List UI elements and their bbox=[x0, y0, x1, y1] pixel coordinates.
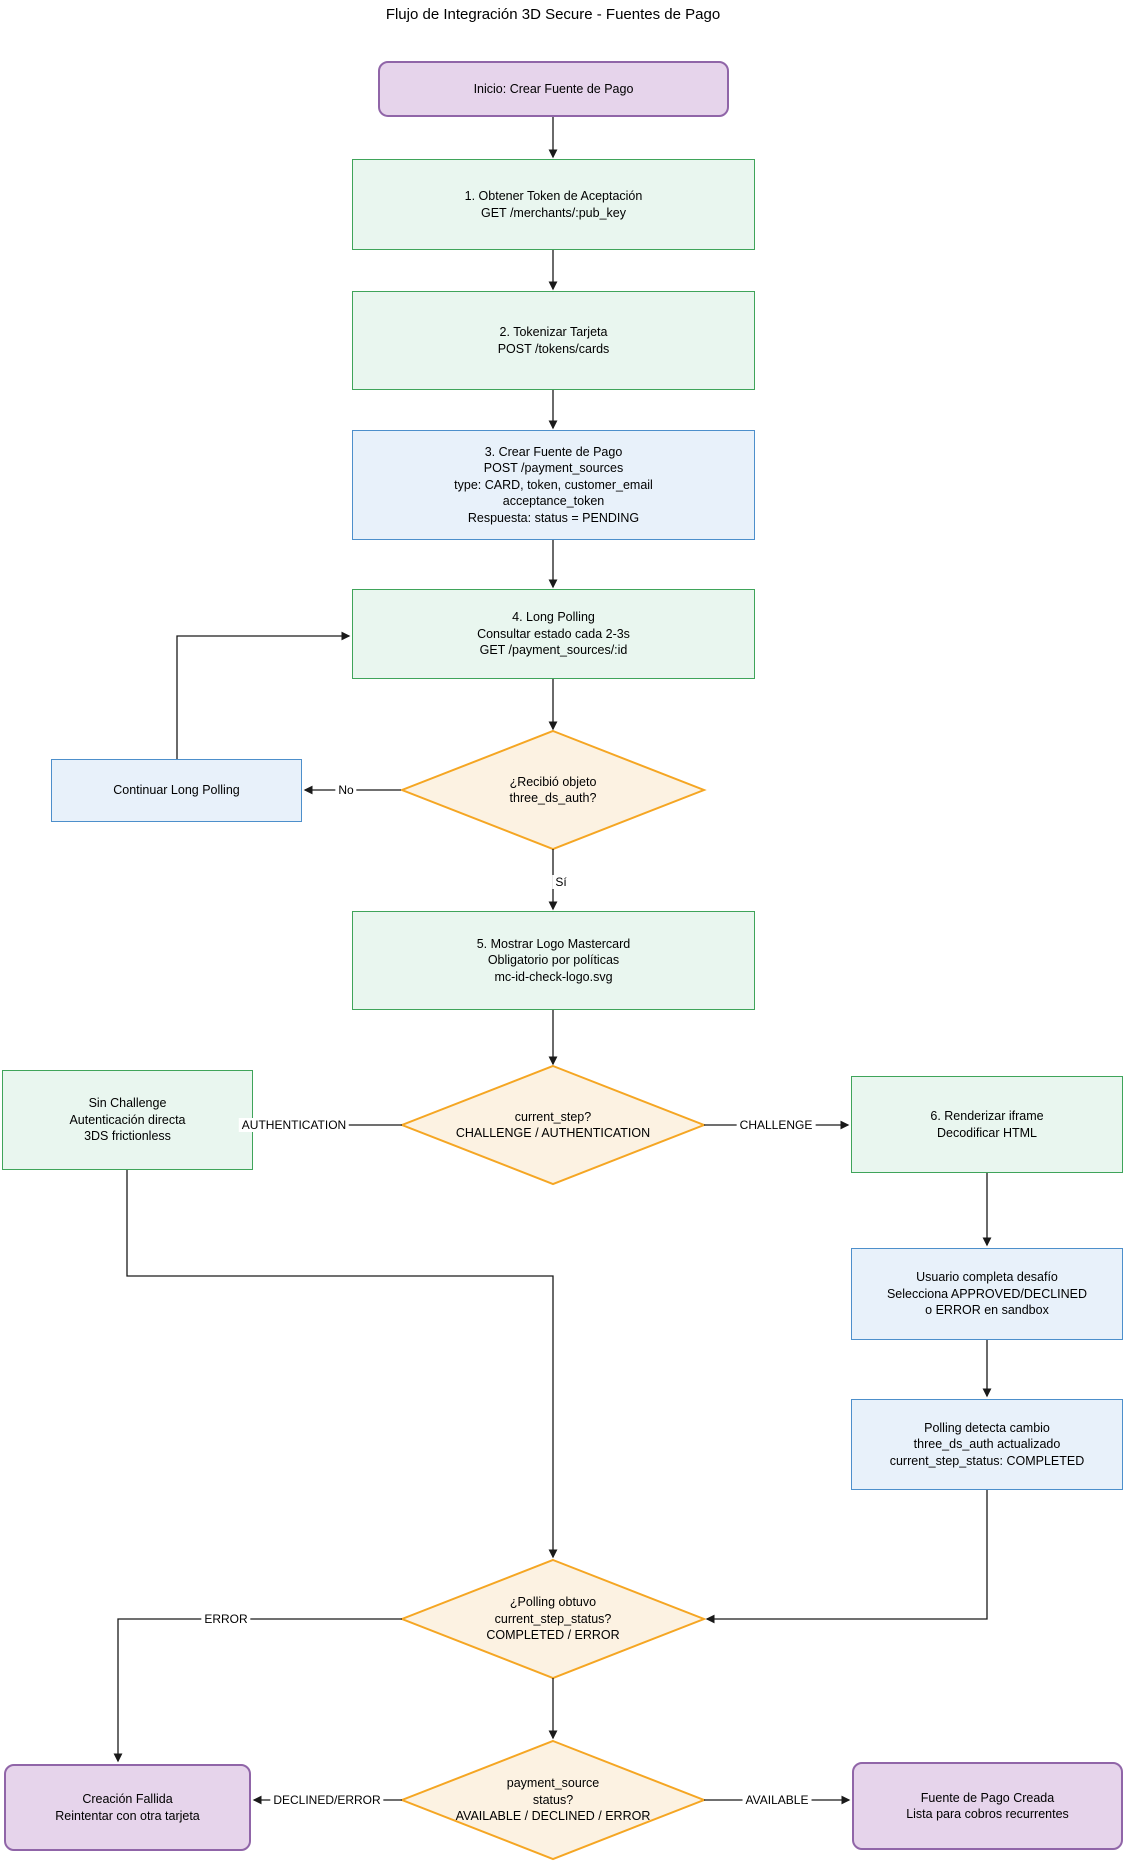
edge-label-no: No bbox=[335, 783, 357, 797]
node-text-line: three_ds_auth? bbox=[509, 791, 597, 805]
node-text-line: 4. Long Polling bbox=[512, 610, 595, 625]
node-text-line: mc-id-check-logo.svg bbox=[494, 969, 613, 984]
edge-continue-loop-step4 bbox=[176, 631, 351, 759]
node-text-line: ¿Polling obtuvo bbox=[509, 1595, 597, 1610]
decision2-text: current_step? CHALLENGE / AUTHENTICATION bbox=[403, 1066, 703, 1184]
node-text-line: 1. Obtener Token de Aceptación bbox=[464, 189, 643, 203]
edge-label-available: AVAILABLE bbox=[742, 1793, 812, 1807]
node-text-line: current_step_status? bbox=[494, 1611, 612, 1626]
node-creacion-fallida: Creación Fallida Reintentar con otra tar… bbox=[4, 1764, 251, 1851]
decision1-text: ¿Recibió objeto three_ds_auth? bbox=[403, 731, 703, 849]
node-text-line: Autenticación directa bbox=[69, 1112, 186, 1127]
node-text-line: acceptance_token bbox=[502, 494, 605, 509]
node-text-line: Usuario completa desafío bbox=[916, 1270, 1058, 1285]
node-text-line: Inicio: Crear Fuente de Pago bbox=[473, 81, 634, 96]
node-step3-crear-fuente: 3. Crear Fuente de Pago POST /payment_so… bbox=[352, 430, 755, 540]
decision4-diamond bbox=[399, 1739, 707, 1861]
edge-polling-decision3 bbox=[705, 1490, 988, 1624]
edge-label-challenge: CHALLENGE bbox=[736, 1118, 816, 1132]
node-continuar-long-polling: Continuar Long Polling bbox=[51, 759, 302, 822]
edge-decision3-error-failed bbox=[113, 1618, 402, 1763]
node-text-line: Obligatorio por políticas bbox=[487, 953, 620, 968]
decision3-text: ¿Polling obtuvo current_step_status? COM… bbox=[403, 1560, 703, 1678]
node-text-line: current_step? bbox=[514, 1109, 592, 1124]
node-text-line: Selecciona APPROVED/DECLINED bbox=[886, 1286, 1088, 1301]
node-text-line: Decodificar HTML bbox=[936, 1125, 1038, 1140]
edge-label-error: ERROR bbox=[201, 1612, 251, 1626]
node-text-line: Reintentar con otra tarjeta bbox=[55, 1808, 200, 1823]
decision4-text: payment_source status? AVAILABLE / DECLI… bbox=[403, 1741, 703, 1859]
node-start: Inicio: Crear Fuente de Pago bbox=[378, 61, 729, 117]
node-text-line: 5. Mostrar Logo Mastercard bbox=[476, 936, 631, 951]
node-text-line: GET /merchants/:pub_key bbox=[481, 205, 626, 220]
node-usuario-completa-desafio: Usuario completa desafío Selecciona APPR… bbox=[851, 1248, 1123, 1340]
decision2-diamond bbox=[399, 1064, 707, 1186]
node-text-line: Continuar Long Polling bbox=[113, 783, 240, 798]
node-text-line: type: CARD, token, customer_email bbox=[454, 477, 653, 492]
node-polling-detecta-cambio: Polling detecta cambio three_ds_auth act… bbox=[851, 1399, 1123, 1490]
node-text-line: Sin Challenge bbox=[88, 1096, 167, 1111]
node-text-line: POST /tokens/cards bbox=[497, 341, 610, 356]
node-step4-long-polling: 4. Long Polling Consultar estado cada 2-… bbox=[352, 589, 755, 679]
node-step2-tokenizar-tarjeta: 2. Tokenizar Tarjeta POST /tokens/cards bbox=[352, 291, 755, 390]
node-text-line: Creación Fallida bbox=[82, 1792, 173, 1806]
node-text-line: CHALLENGE / AUTHENTICATION bbox=[455, 1126, 651, 1140]
node-text-line: 2. Tokenizar Tarjeta bbox=[499, 325, 608, 339]
node-text-line: 3DS frictionless bbox=[84, 1129, 171, 1144]
node-text-line: POST /payment_sources bbox=[483, 461, 624, 476]
diagram-title: Flujo de Integración 3D Secure - Fuentes… bbox=[385, 6, 721, 23]
edge-label-declined-error: DECLINED/ERROR bbox=[270, 1793, 384, 1807]
node-text-line: AVAILABLE / DECLINED / ERROR bbox=[455, 1809, 651, 1824]
node-step6-renderizar-iframe: 6. Renderizar iframe Decodificar HTML bbox=[851, 1076, 1123, 1173]
node-text-line: status? bbox=[532, 1792, 574, 1807]
node-text-line: COMPLETED / ERROR bbox=[486, 1628, 620, 1643]
node-text-line: 3. Crear Fuente de Pago bbox=[484, 444, 623, 459]
node-text-line: GET /payment_sources/:id bbox=[479, 643, 628, 658]
node-text-line: three_ds_auth actualizado bbox=[913, 1437, 1061, 1452]
node-text-line: payment_source bbox=[506, 1776, 600, 1791]
edge-nochallenge-decision3 bbox=[126, 1170, 558, 1559]
node-step1-obtener-token: 1. Obtener Token de Aceptación GET /merc… bbox=[352, 159, 755, 250]
node-text-line: 6. Renderizar iframe bbox=[930, 1109, 1044, 1123]
node-text-line: Polling detecta cambio bbox=[924, 1420, 1050, 1435]
node-text-line: ¿Recibió objeto bbox=[509, 774, 597, 789]
node-text-line: Consultar estado cada 2-3s bbox=[477, 626, 630, 641]
node-text-line: current_step_status: COMPLETED bbox=[889, 1453, 1085, 1468]
edge-label-authentication: AUTHENTICATION bbox=[238, 1118, 350, 1132]
node-text-line: Fuente de Pago Creada bbox=[920, 1790, 1055, 1805]
node-sin-challenge: Sin Challenge Autenticación directa 3DS … bbox=[2, 1070, 253, 1170]
node-text-line: Respuesta: status = PENDING bbox=[467, 510, 640, 525]
node-fuente-pago-creada: Fuente de Pago Creada Lista para cobros … bbox=[852, 1762, 1123, 1850]
edge-label-si: Sí bbox=[552, 875, 570, 889]
node-text-line: o ERROR en sandbox bbox=[925, 1303, 1049, 1318]
node-text-line: Lista para cobros recurrentes bbox=[906, 1807, 1069, 1821]
node-step5-mostrar-logo: 5. Mostrar Logo Mastercard Obligatorio p… bbox=[352, 911, 755, 1010]
